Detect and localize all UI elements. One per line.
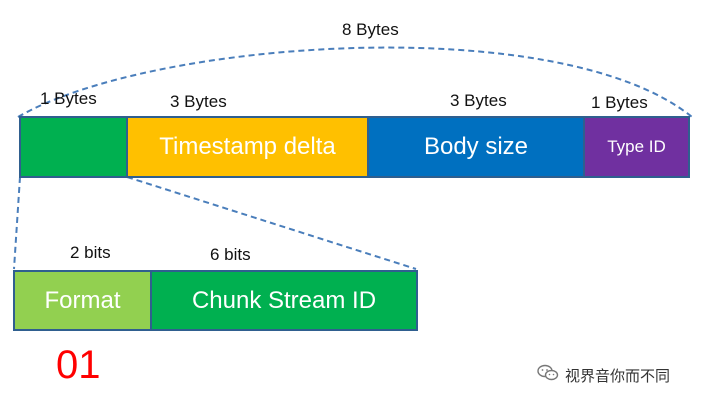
watermark-text: 视界音你而不同 — [565, 367, 671, 385]
flags-field — [19, 116, 128, 178]
format-field: Format — [13, 270, 152, 331]
total-size-label: 8 Bytes — [342, 20, 399, 39]
zoom-line-right — [126, 176, 417, 270]
zoom-line-left — [13, 176, 21, 270]
wechat-icon — [537, 364, 559, 386]
timestamp-size-label: 3 Bytes — [170, 92, 227, 111]
body-size-size-label: 3 Bytes — [450, 91, 507, 110]
body-size-field: Body size — [367, 116, 585, 178]
flags-size-label: 1 Bytes — [40, 89, 97, 108]
type-id-field: Type ID — [583, 116, 690, 178]
total-size-brace — [17, 46, 693, 118]
type-id-size-label: 1 Bytes — [591, 93, 648, 112]
chunk-stream-id-size-label: 6 bits — [210, 245, 251, 264]
format-size-label: 2 bits — [70, 243, 111, 262]
timestamp-delta-field: Timestamp delta — [126, 116, 369, 178]
format-value: 01 — [56, 343, 101, 387]
chunk-stream-id-field: Chunk Stream ID — [150, 270, 418, 331]
watermark: 视界音你而不同 — [537, 364, 670, 386]
